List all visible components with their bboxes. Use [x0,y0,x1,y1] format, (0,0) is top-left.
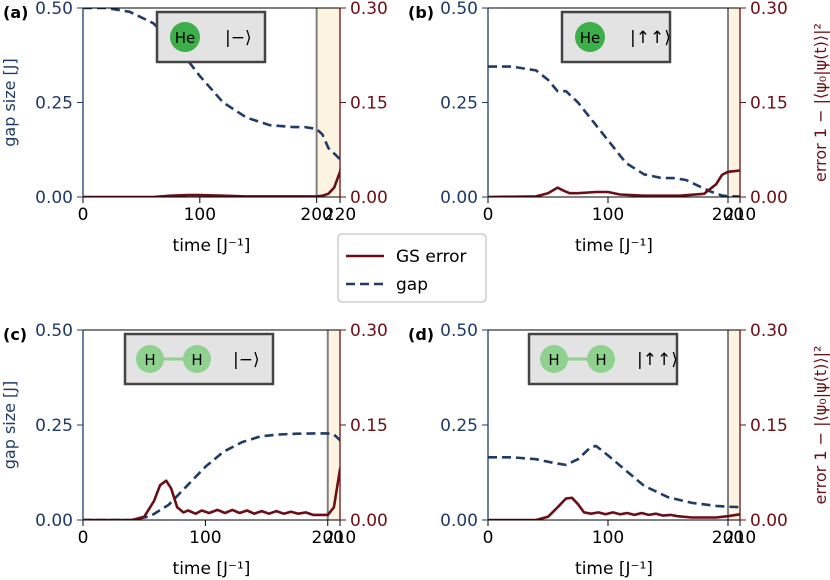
right-y-tick-label: 0.00 [350,511,388,531]
x-tick-label: 100 [592,205,624,225]
shaded-region [728,330,740,520]
inset-box: He |↑↑⟩ [560,10,672,64]
x-axis-label: time [J⁻¹] [575,559,653,579]
right-y-tick-label: 0.15 [350,416,388,436]
left-y-tick-label: 0.00 [440,188,478,208]
left-y-axis-label: gap size [J] [0,58,19,147]
hydrogen-atom-icon [587,345,615,373]
x-tick-label: 100 [184,205,216,225]
state-ket: |−⟩ [225,28,252,48]
gap-series-line [83,432,340,520]
right-y-tick-label: 0.30 [350,321,388,341]
panel-label: (d) [408,325,434,344]
right-y-tick-label: 0.15 [350,94,388,114]
left-y-tick-label: 0.50 [35,321,73,341]
right-y-tick-label: 0.15 [750,416,788,436]
helium-atom-icon [575,22,605,52]
gs-error-series-line [83,465,340,520]
x-tick-label: 200 [712,205,744,225]
x-tick-label: 200 [712,528,744,548]
gap-series-line [488,444,740,509]
right-y-tick-label: 0.00 [350,188,388,208]
x-tick-label: 0 [483,528,494,548]
left-y-tick-label: 0.00 [440,511,478,531]
gap-series-line [488,65,740,197]
x-tick-label: 210 [724,528,756,548]
inset-box: H H |↑↑⟩ [527,332,679,386]
shaded-region [728,8,740,197]
gs-error-series-line [488,169,740,197]
panel-label: (a) [3,3,28,22]
atom-symbol: H [595,351,606,369]
state-ket: |↑↑⟩ [630,28,671,48]
x-tick-label: 0 [78,528,89,548]
atom-symbol: H [548,351,559,369]
right-y-axis-label: error 1 − |⟨ψ₀|ψ(t)⟩|² [811,23,830,182]
x-tick-label: 210 [324,528,356,548]
right-y-tick-label: 0.00 [750,511,788,531]
x-tick-label: 0 [78,205,89,225]
x-tick-label: 200 [300,205,332,225]
x-tick-label: 100 [592,528,624,548]
right-y-tick-label: 0.00 [750,188,788,208]
inset-box: H H |−⟩ [123,332,275,386]
right-y-tick-label: 0.30 [350,0,388,19]
legend-gap-label: gap [396,275,428,295]
left-y-tick-label: 0.25 [440,94,478,114]
hydrogen-atom-icon [183,345,211,373]
panel-label: (b) [408,3,434,22]
legend: GS error gap [337,233,487,303]
right-y-tick-label: 0.30 [750,321,788,341]
x-axis-label: time [J⁻¹] [173,236,251,256]
state-ket: |−⟩ [233,350,260,370]
shaded-region [316,8,340,197]
left-y-axis-label: gap size [J] [0,381,19,470]
x-tick-label: 210 [724,205,756,225]
right-y-axis-label: error 1 − |⟨ψ₀|ψ(t)⟩|² [811,346,830,505]
left-y-tick-label: 0.00 [35,188,73,208]
x-axis-label: time [J⁻¹] [575,236,653,256]
gs-error-series-line [488,496,740,520]
gs-error-series-line [83,166,340,197]
hydrogen-atom-icon [136,345,164,373]
x-tick-label: 0 [483,205,494,225]
left-y-tick-label: 0.25 [35,416,73,436]
left-y-tick-label: 0.50 [440,321,478,341]
atom-symbol: H [144,351,155,369]
right-y-tick-label: 0.15 [750,94,788,114]
x-axis-label: time [J⁻¹] [173,559,251,579]
right-y-tick-label: 0.30 [750,0,788,19]
inset-frame [560,10,672,64]
left-y-tick-label: 0.50 [440,0,478,19]
left-y-tick-label: 0.25 [440,416,478,436]
helium-atom-icon [170,22,200,52]
panel-label: (c) [3,325,27,344]
atom-symbol: H [191,351,202,369]
state-ket: |↑↑⟩ [637,350,678,370]
atom-symbol: He [580,29,601,47]
x-tick-label: 100 [189,528,221,548]
shaded-region [327,330,340,520]
atom-symbol: He [175,29,196,47]
left-y-tick-label: 0.00 [35,511,73,531]
left-y-tick-label: 0.25 [35,94,73,114]
x-tick-label: 220 [324,205,356,225]
hydrogen-atom-icon [540,345,568,373]
inset-box: He |−⟩ [155,10,267,64]
legend-gs-error-label: GS error [396,247,467,267]
left-y-tick-label: 0.50 [35,0,73,19]
x-tick-label: 200 [312,528,344,548]
gap-series-line [83,8,340,161]
